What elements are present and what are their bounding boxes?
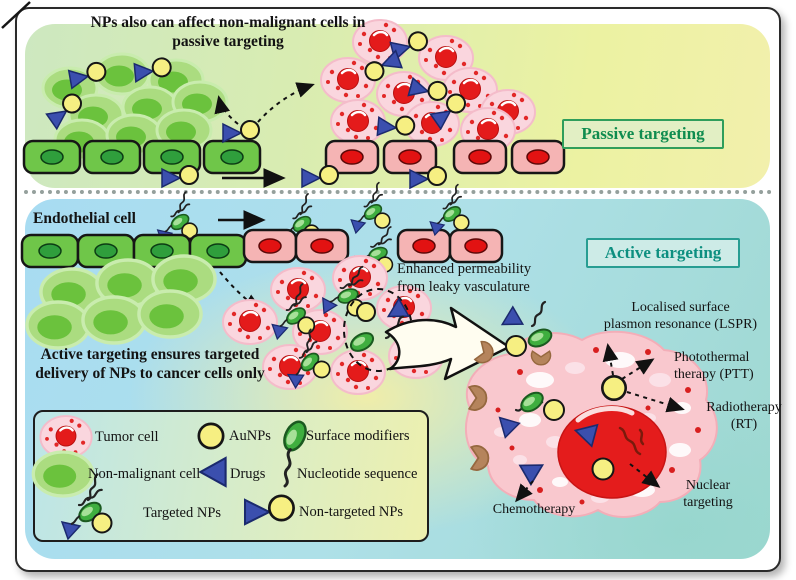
passive-targeting-tag: Passive targeting — [562, 119, 724, 149]
targeted-np — [351, 182, 390, 233]
legend-label-nucleotide-sequence: Nucleotide sequence — [297, 466, 418, 482]
pink-endothelial-row-passive — [324, 139, 566, 175]
cytoplasm-dots — [495, 347, 701, 505]
aunp-icon — [197, 422, 225, 450]
bound-targeted-np — [496, 299, 556, 357]
lspr-label: Localised surface plasmon resonance (LSP… — [603, 300, 758, 333]
targeted-np — [430, 184, 469, 235]
ptt-label: Photothermal therapy (PTT) — [674, 350, 754, 383]
tumor-nucleus — [557, 405, 667, 499]
permeability-note: Enhanced permeability from leaky vascula… — [397, 261, 532, 295]
non-targeted-np — [301, 165, 339, 188]
annotation-arrows — [515, 343, 685, 503]
panel-separator — [24, 190, 772, 194]
legend-label-non-malignant-cell: Non-malignant cell — [88, 466, 201, 482]
legend-label-non-targeted-nps: Non-targeted NPs — [299, 504, 404, 520]
non-malignant-cell-cluster-active — [25, 254, 217, 350]
active-targeting-tag: Active targeting — [586, 238, 740, 268]
non-malignant-cell-icon — [31, 450, 95, 498]
chemotherapy-label: Chemotherapy — [492, 502, 576, 517]
legend-label-tumor-cell: Tumor cell — [95, 429, 159, 445]
nuclear-targeting-label: Nuclear targeting — [683, 478, 733, 511]
passive-scene — [22, 18, 566, 189]
active-scene — [20, 182, 718, 518]
legend-label-aunps: AuNPs — [229, 428, 271, 444]
legend-label-surface-modifiers: Surface modifiers — [306, 428, 410, 444]
corner-fold-line — [1, 1, 31, 29]
nucleotide-icon — [283, 448, 292, 488]
active-targeting-note: Active targeting ensures targeted delive… — [35, 346, 265, 382]
dashed-arrow-to-normal-cells — [214, 95, 239, 125]
drug-icon — [199, 456, 227, 488]
endothelial-cell-label: Endothelial cell — [33, 210, 136, 227]
rt-label: Radiotherapy (RT) — [706, 400, 782, 433]
dashed-arrow-to-tumor-cells — [257, 82, 315, 123]
non-targeted-np — [222, 120, 260, 143]
aunp — [600, 374, 628, 402]
legend-label-drugs: Drugs — [230, 466, 266, 482]
aunp — [356, 302, 376, 322]
legend-label-targeted-nps: Targeted NPs — [143, 505, 222, 521]
bound-targeted-np — [491, 387, 565, 439]
passive-caption: NPs also can affect non-malignant cells … — [90, 14, 366, 50]
non-targeted-np-icon — [243, 494, 295, 526]
